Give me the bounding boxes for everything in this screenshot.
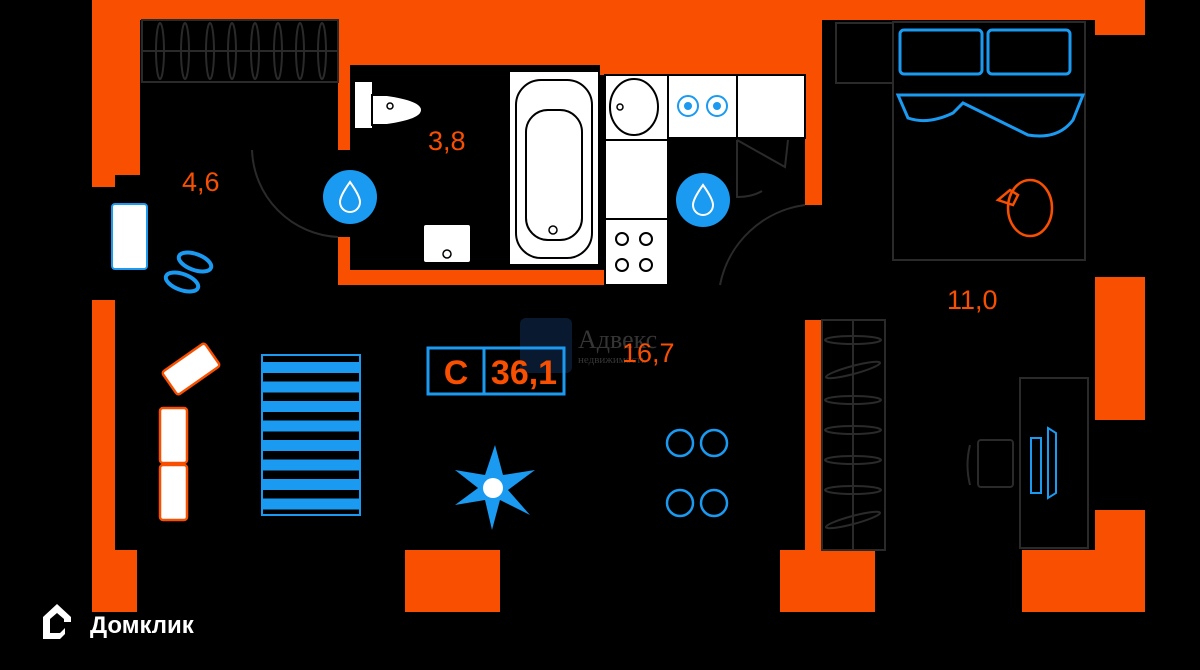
door-swing [251,149,339,238]
svg-text:недвижимость: недвижимость [578,354,646,366]
area-label-living: 16,7 [622,338,675,368]
hallway-wardrobe [141,19,339,83]
water-drop-icon [676,173,730,227]
rug-stripe [262,420,360,432]
hallway-bench [111,203,148,270]
total-area-badge: С 36,1 [426,346,566,396]
svg-text:Домклик: Домклик [90,612,195,639]
nightstand [835,22,894,84]
domclick-logo: Домклик [43,604,195,639]
rug-stripe [262,459,360,471]
rug-stripe [262,440,360,451]
rug-stripe [262,362,360,373]
slippers-icon [163,250,214,294]
rug-stripe [262,401,360,412]
striped-rug [261,354,361,516]
svg-text:Адвекс: Адвекс [578,325,657,354]
washing-machine-icon [424,225,470,262]
svg-text:С: С [444,354,469,392]
cat-icon [995,178,1054,238]
bedroom-wardrobe [821,319,886,551]
desk-with-monitor [966,377,1089,549]
rug-stripe [262,498,360,510]
area-label-hallway: 4,6 [182,167,220,197]
dining-stools [665,428,729,518]
watermark: Адвекс недвижимость [520,318,657,373]
plant-icon [455,445,535,530]
water-drop-icon [323,170,377,224]
armchair-icon [158,342,221,522]
area-label-bedroom: 11,0 [947,285,998,315]
door-swing [719,204,806,286]
rug-stripe [262,381,360,393]
rug-stripe [262,479,360,490]
bed-icon [892,21,1086,261]
toilet-icon [355,82,424,128]
bathtub-icon [510,72,598,264]
kitchen-counter [604,74,806,286]
area-label-bathroom: 3,8 [428,126,466,156]
walls [92,0,1145,612]
svg-text:36,1: 36,1 [491,354,557,392]
fridge-door [736,139,789,199]
